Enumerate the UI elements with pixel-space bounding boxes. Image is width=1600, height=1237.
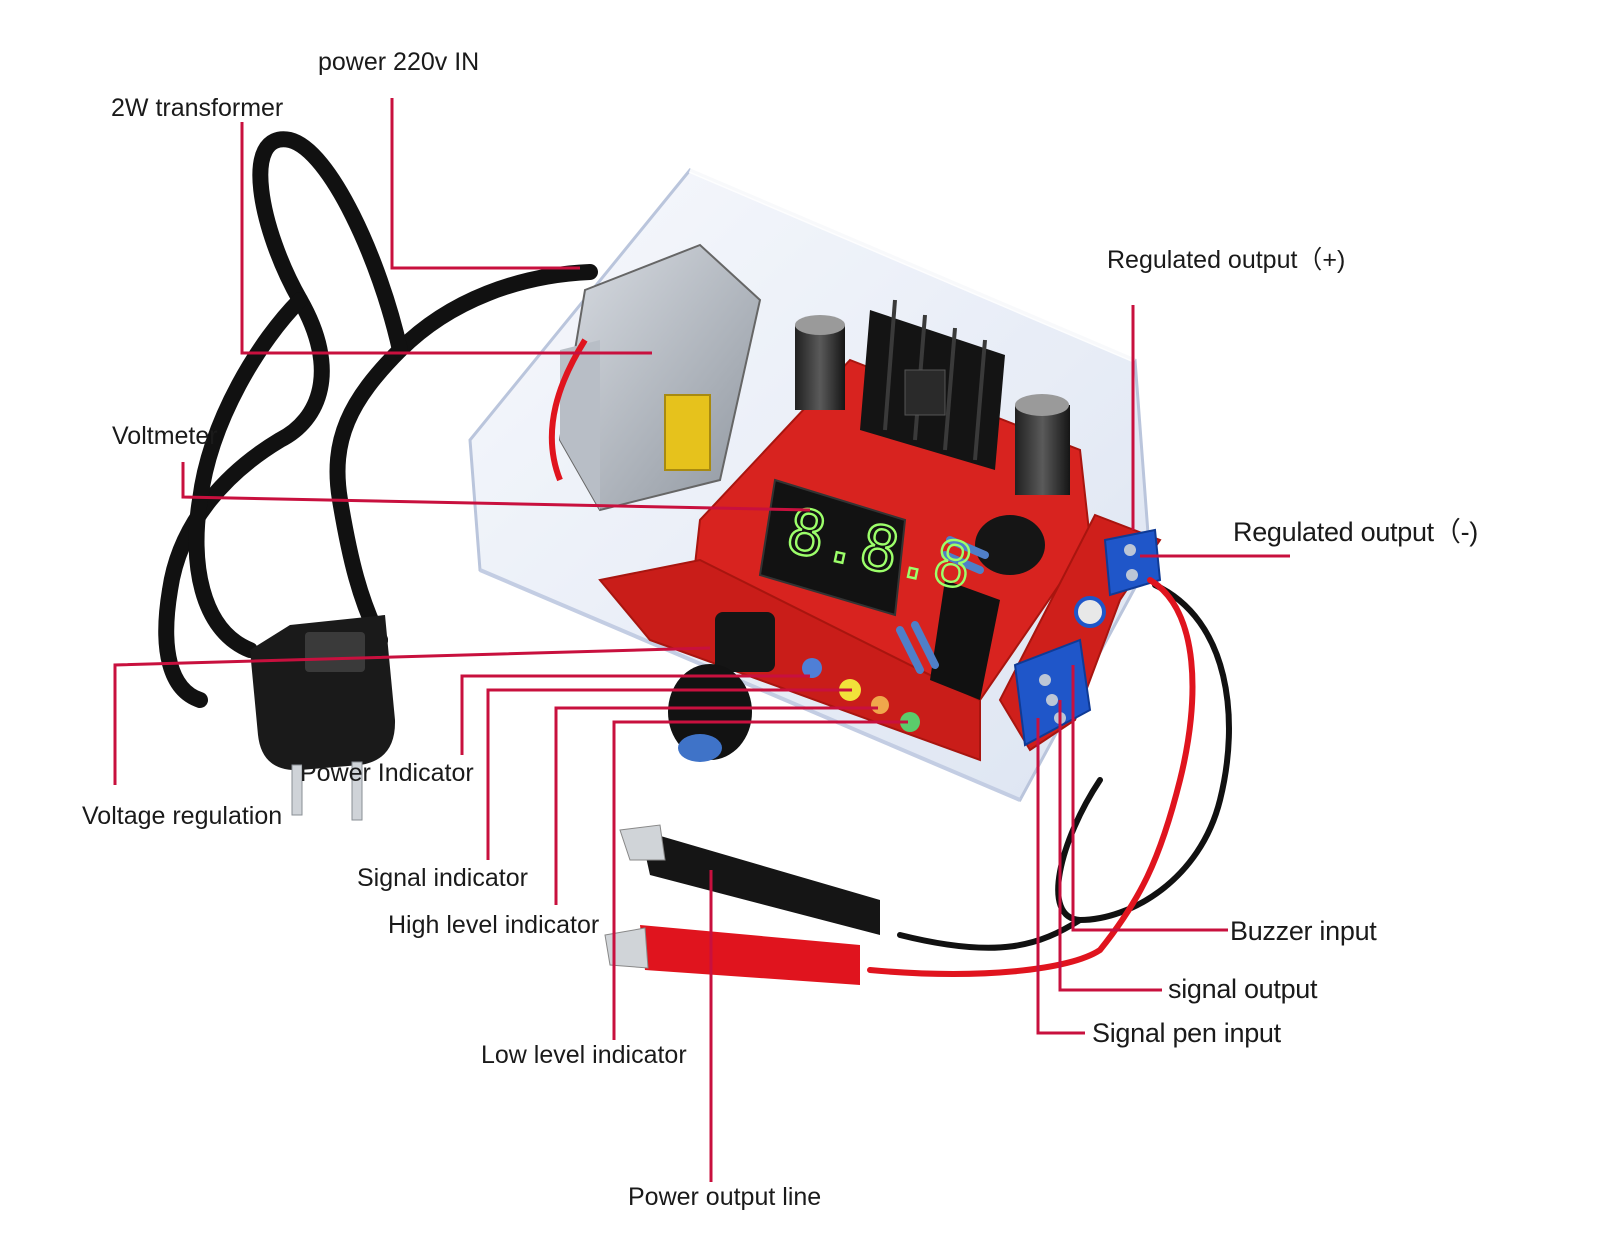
leader-transformer <box>240 122 652 355</box>
leader-lines <box>113 98 1290 1182</box>
label-power-in: power 220v IN <box>318 48 480 76</box>
resistors <box>896 536 989 674</box>
leader-signal-pen-input <box>1036 718 1085 1035</box>
leader-voltage-regulation <box>113 646 711 785</box>
label-signal-pen-input: Signal pen input <box>1092 1018 1281 1048</box>
leader-power-in <box>390 98 580 270</box>
capacitor <box>795 315 845 410</box>
ic-chip <box>930 580 1000 700</box>
leader-power-indicator <box>460 674 810 755</box>
label-transformer: 2W transformer <box>111 94 284 122</box>
label-buzzer-input: Buzzer input <box>1230 916 1377 946</box>
plug <box>250 615 396 821</box>
potentiometer-knob <box>668 612 775 762</box>
leader-low-level-indicator <box>612 720 908 1040</box>
buzzer <box>975 515 1045 575</box>
label-regulated-output-minus: Regulated output（-) <box>1233 517 1478 547</box>
transformer <box>548 243 762 512</box>
alligator-clip-red <box>604 925 860 985</box>
label-high-level-indicator: High level indicator <box>388 911 600 939</box>
label-low-level-indicator: Low level indicator <box>481 1041 687 1069</box>
label-regulated-output-plus: Regulated output（+) <box>1107 246 1346 274</box>
alligator-clip-black <box>619 824 880 935</box>
label-power-output-line: Power output line <box>628 1183 822 1211</box>
label-signal-indicator: Signal indicator <box>357 864 528 892</box>
heatsink <box>860 299 1005 470</box>
leader-voltmeter <box>181 462 811 512</box>
leader-buzzer-input <box>1071 665 1228 932</box>
leader-signal-indicator <box>486 688 852 860</box>
label-power-indicator: Power Indicator <box>300 759 474 787</box>
terminal-block-bottom <box>1013 596 1106 747</box>
leader-high-level-indicator <box>554 706 878 905</box>
leader-signal-output <box>1058 700 1162 992</box>
capacitor <box>1015 394 1070 495</box>
label-voltmeter: Voltmeter <box>112 422 218 450</box>
terminal-block-top <box>1103 528 1162 597</box>
label-signal-output: signal output <box>1168 974 1318 1004</box>
indicator-leds <box>802 658 920 732</box>
label-voltage-regulation: Voltage regulation <box>82 802 283 830</box>
